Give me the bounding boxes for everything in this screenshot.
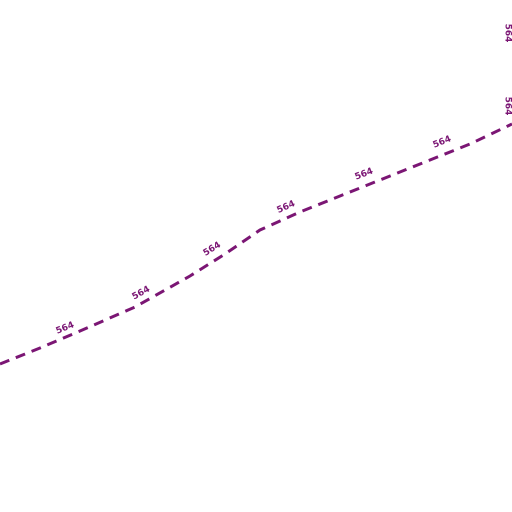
route-label: 564 <box>432 134 453 150</box>
route-label: 564 <box>503 97 512 116</box>
route-label: 564 <box>503 24 512 43</box>
route-label: 564 <box>354 166 375 182</box>
route-label: 564 <box>55 320 76 336</box>
route-564-line[interactable] <box>0 122 512 366</box>
